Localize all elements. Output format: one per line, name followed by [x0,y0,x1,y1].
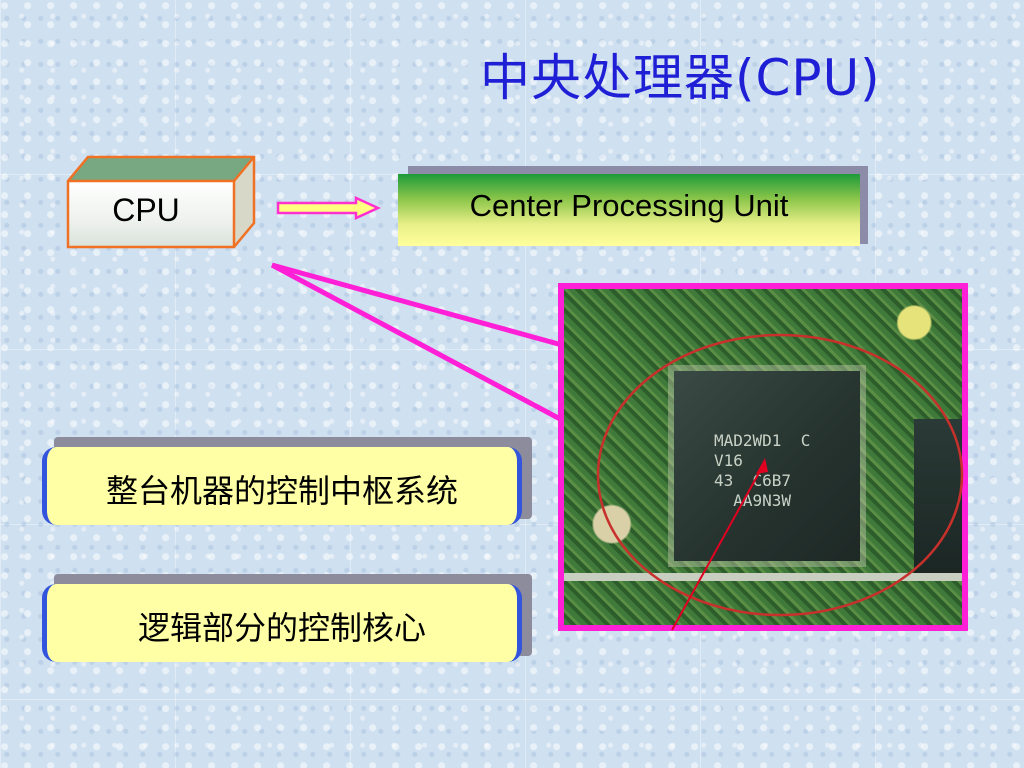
callout-1-text: 整台机器的控制中枢系统 [105,472,458,510]
slide-title: 中央处理器(CPU) [480,49,881,107]
callout-2-text: 逻辑部分的控制核心 [137,609,426,647]
cpu-photo: MAD2WD1 C V16 43 C6B7 AA9N3W [558,283,968,631]
cpu-box-top-face [68,157,254,181]
cpu-chip: MAD2WD1 C V16 43 C6B7 AA9N3W [674,371,860,561]
right-arrow-icon [276,196,382,220]
cpu-box-side-face [234,157,254,247]
callout-1 [42,447,522,525]
board-rail [564,573,962,581]
callout-2 [42,584,522,662]
definition-banner [398,174,860,246]
cpu-box-front-face [68,181,234,247]
secondary-chip [914,419,962,579]
connector-line-upper [271,262,563,348]
cpu-box-outline [66,155,256,249]
cpu-box-label: CPU [112,192,180,228]
connector-line-lower [270,262,564,423]
definition-banner-text: Center Processing Unit [469,188,789,223]
chip-marking: MAD2WD1 C V16 43 C6B7 AA9N3W [714,431,811,510]
